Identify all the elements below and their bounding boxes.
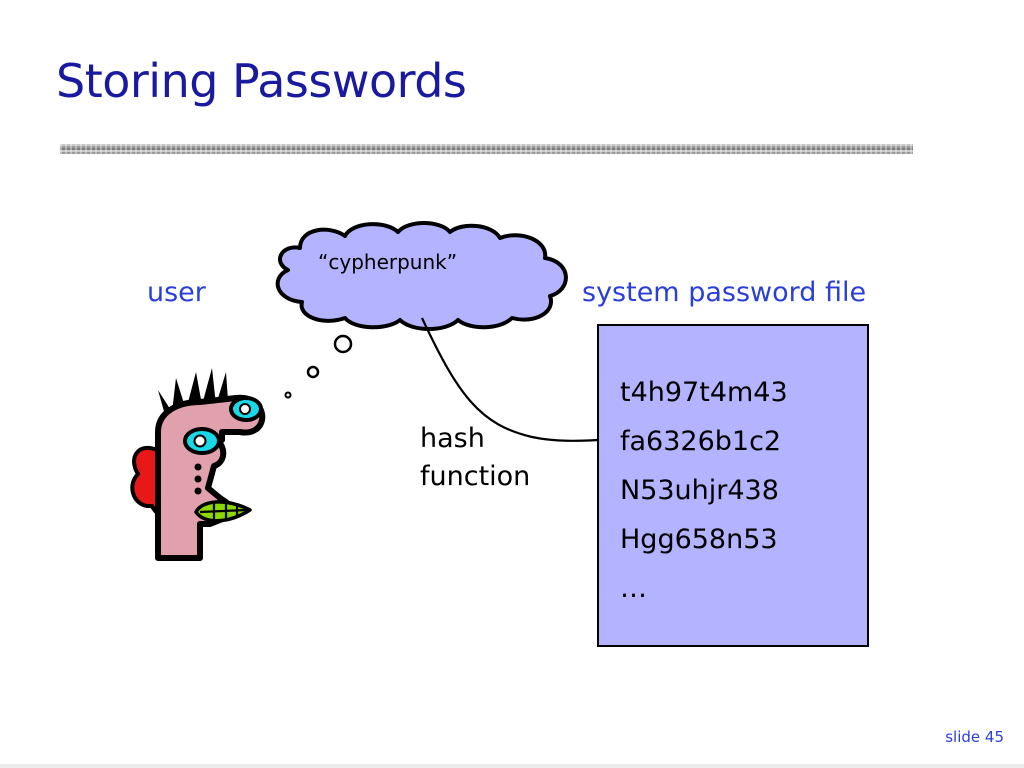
thought-cloud-icon	[275, 221, 568, 399]
password-entry-ellipsis: …	[620, 573, 647, 604]
user-label: user	[147, 277, 206, 308]
cartoon-face-icon	[130, 368, 266, 561]
hash-function-label: hash function	[420, 420, 530, 496]
password-entry: Hgg658n53	[620, 524, 778, 555]
slide-number: slide 45	[945, 728, 1004, 746]
password-entry: fa6326b1c2	[620, 426, 782, 457]
thought-text: “cypherpunk”	[318, 250, 458, 274]
password-file-box: t4h97t4m43 fa6326b1c2 N53uhjr438 Hgg658n…	[597, 324, 869, 647]
title-divider	[60, 144, 913, 154]
password-entry: t4h97t4m43	[620, 377, 788, 408]
password-entry-list: t4h97t4m43 fa6326b1c2 N53uhjr438 Hgg658n…	[620, 368, 788, 613]
hash-label-line-2: function	[420, 461, 531, 492]
hash-label-line-1: hash	[420, 423, 485, 454]
password-entry: N53uhjr438	[620, 475, 779, 506]
password-file-label: system password file	[582, 277, 867, 308]
slide-title: Storing Passwords	[56, 54, 467, 108]
footer-divider	[0, 764, 1024, 768]
